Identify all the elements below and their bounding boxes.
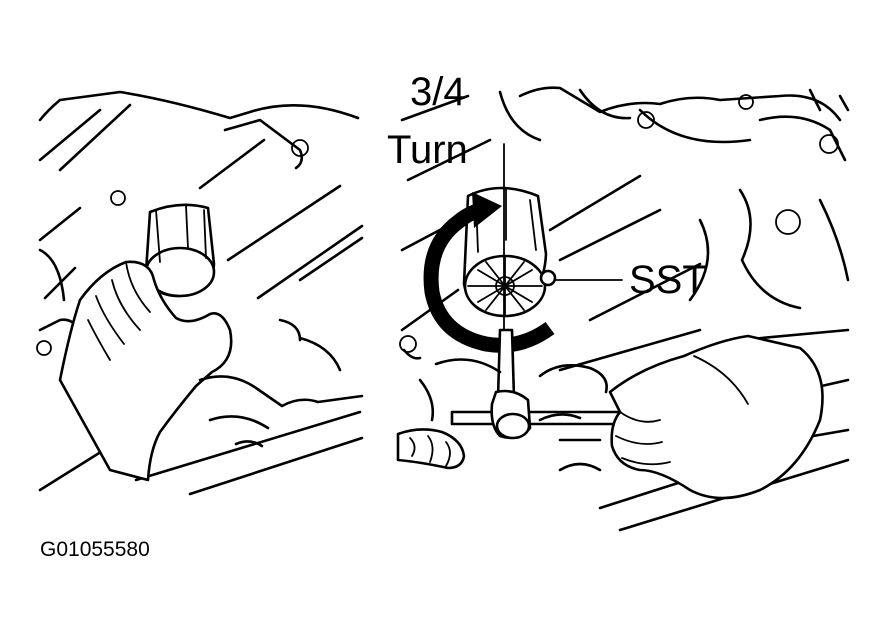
left-hand-fingers — [87, 261, 151, 361]
left-bolt — [291, 139, 309, 157]
left-edge-bolt — [36, 340, 52, 356]
t-handle-hub-cap — [495, 412, 531, 440]
right-right-hand-fingers — [615, 355, 749, 466]
t-handle-bar — [450, 410, 628, 426]
sst-label: SST — [629, 258, 707, 302]
left-lower-details — [198, 318, 364, 448]
left-hand — [58, 260, 233, 482]
right-left-hand — [396, 428, 466, 470]
right-filter-lines — [475, 143, 537, 331]
right-side-housing — [688, 188, 850, 442]
right-boss — [775, 209, 801, 235]
left-housing-outline — [38, 90, 360, 332]
turn-fraction-label: 3/4 — [410, 70, 466, 114]
right-panel-drawing — [396, 86, 850, 532]
right-bolt-top-2 — [738, 94, 754, 110]
right-left-hand-fingers — [409, 435, 451, 467]
left-bolt-small — [110, 190, 126, 206]
turn-label: Turn — [387, 128, 468, 172]
left-filter-lines — [155, 205, 207, 263]
right-housing-outline — [498, 86, 850, 162]
figure-id-label: G01055580 — [40, 538, 150, 561]
t-handle-shaft — [496, 328, 516, 400]
left-struts — [38, 138, 364, 496]
sst-socket-center — [495, 276, 515, 296]
sst-leader-anchor — [539, 269, 557, 287]
right-bolt-top — [637, 111, 655, 129]
right-edge-bolt — [399, 335, 417, 353]
right-right-hand — [608, 334, 824, 500]
right-lower-details — [402, 348, 608, 472]
right-bolt-corner — [819, 134, 839, 154]
left-panel-drawing — [36, 90, 364, 496]
sst-socket-flutes — [467, 255, 543, 317]
rotation-arrow-head-icon — [472, 192, 502, 228]
